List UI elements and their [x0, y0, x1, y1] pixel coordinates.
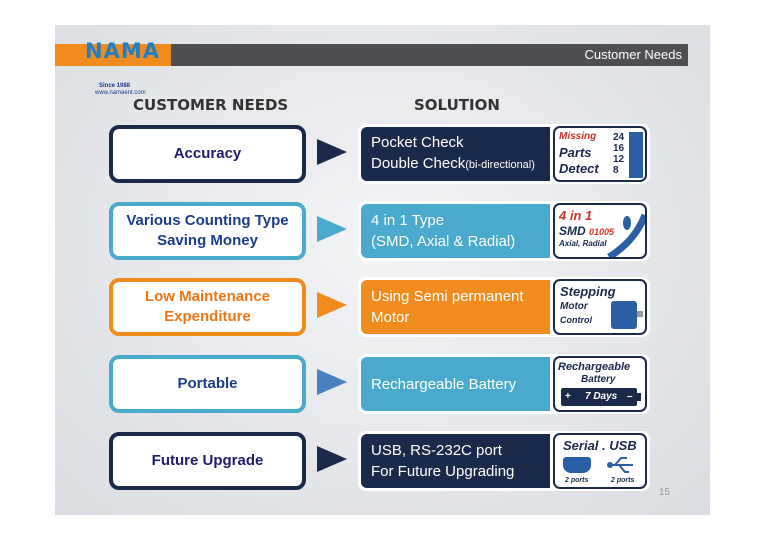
stepping-motor-badge: Stepping Motor Control: [553, 279, 647, 335]
solution-4-in-1-type: 4 in 1 Type (SMD, Axial & Radial) 4 in 1…: [358, 201, 650, 261]
need-label: Expenditure: [164, 308, 251, 325]
need-future-upgrade: Future Upgrade: [109, 432, 306, 490]
motor-icon: [611, 301, 637, 329]
usb-icon: [607, 457, 633, 473]
reel-strip-icon: [629, 132, 643, 178]
solution-line-2: Motor: [371, 309, 410, 326]
badge-text: Battery: [581, 374, 616, 385]
solution-line-2: Double Check(bi-directional): [371, 155, 535, 172]
badge-text: 2 ports: [611, 477, 635, 484]
needs-column-heading: CUSTOMER NEEDS: [133, 96, 289, 114]
slide: Customer Needs NAMA Since 1988 www.namae…: [55, 25, 710, 515]
solution-line-1: Rechargeable Battery: [371, 375, 517, 393]
badge-text: Serial . USB: [563, 438, 637, 453]
arrow-right-icon: [317, 369, 347, 395]
page-number: 15: [658, 487, 670, 498]
arrow-right-icon: [317, 292, 347, 318]
need-label: Various Counting Type: [126, 212, 289, 229]
header-accent: [55, 44, 171, 66]
solution-text: Pocket Check Double Check(bi-directional…: [361, 127, 550, 181]
badge-text: 4 in 1: [559, 208, 593, 223]
need-label: Accuracy: [173, 145, 242, 162]
solution-line-2-note: (bi-directional): [465, 159, 535, 171]
4-in-1-smd-badge: 4 in 1 SMD 01005 Axial, Radial: [553, 203, 647, 259]
solution-line-1: USB, RS-232C port: [371, 442, 502, 459]
serial-usb-badge: Serial . USB 2 ports 2 ports: [553, 433, 647, 489]
battery-icon: + 7 Days –: [561, 388, 637, 406]
logo-url: www.namaent.com: [95, 90, 146, 96]
arrow-right-icon: [317, 216, 347, 242]
arrow-right-icon: [317, 446, 347, 472]
logo-since: Since 1988: [99, 83, 131, 89]
badge-text: Parts: [559, 145, 592, 160]
need-label: Portable: [177, 375, 238, 392]
badge-text: 2 ports: [565, 477, 589, 484]
battery-terminal-icon: [637, 393, 641, 401]
need-portable: Portable: [109, 355, 306, 413]
solution-usb-rs232: USB, RS-232C port For Future Upgrading S…: [358, 431, 650, 491]
solution-rechargeable-battery: Rechargeable Battery Rechargeable Batter…: [358, 354, 650, 414]
need-label: Saving Money: [157, 232, 258, 249]
badge-text: Control: [560, 315, 592, 325]
solution-semi-permanent-motor: Using Semi permanent Motor Stepping Moto…: [358, 277, 650, 337]
header-title: Customer Needs: [584, 47, 682, 62]
need-label: Low Maintenance: [144, 288, 271, 305]
company-logo: NAMA Since 1988 www.namaent.com: [85, 39, 175, 96]
header-bar: [55, 44, 688, 66]
need-accuracy: Accuracy: [109, 125, 306, 183]
serial-port-icon: [563, 457, 591, 473]
motor-shaft-icon: [637, 311, 643, 317]
badge-text: Axial, Radial: [559, 239, 607, 248]
badge-text: Rechargeable: [558, 361, 631, 373]
solution-line-1: Pocket Check: [371, 134, 464, 151]
solution-pocket-check: Pocket Check Double Check(bi-directional…: [358, 124, 650, 184]
solution-column-heading: SOLUTION: [414, 96, 500, 114]
rechargeable-battery-badge: Rechargeable Battery + 7 Days –: [553, 356, 647, 412]
badge-text: Motor: [560, 301, 588, 312]
badge-text: Detect: [559, 161, 599, 176]
component-tape-icon: [607, 213, 645, 257]
solution-text: USB, RS-232C port For Future Upgrading: [361, 434, 550, 488]
solution-line-2: For Future Upgrading: [371, 463, 515, 480]
solution-line-1: 4 in 1 Type: [371, 212, 445, 229]
solution-text: 4 in 1 Type (SMD, Axial & Radial): [361, 204, 550, 258]
logo-wordmark: NAMA: [85, 39, 160, 63]
solution-text: Rechargeable Battery: [361, 357, 550, 411]
solution-line-1: Using Semi permanent: [371, 288, 524, 305]
solution-line-2: (SMD, Axial & Radial): [371, 233, 516, 250]
badge-text: Stepping: [560, 284, 616, 299]
badge-text: Missing: [559, 131, 597, 142]
badge-text: SMD 01005: [559, 224, 615, 238]
solution-text: Using Semi permanent Motor: [361, 280, 550, 334]
arrow-right-icon: [317, 139, 347, 165]
need-label: Future Upgrade: [151, 452, 264, 469]
